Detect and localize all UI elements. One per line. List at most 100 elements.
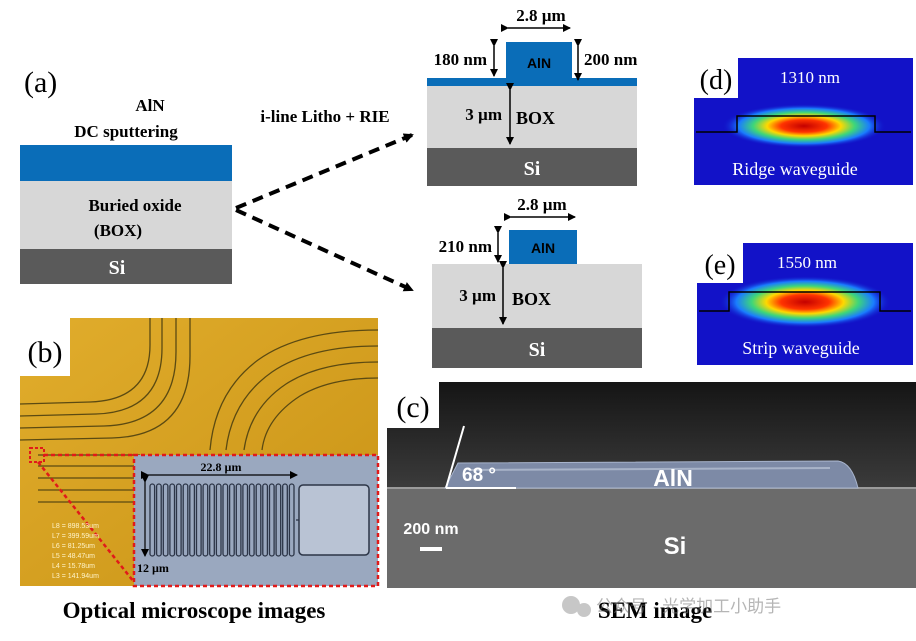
mode-d-waveguide-outline bbox=[696, 115, 911, 133]
aln-layer bbox=[20, 145, 232, 181]
sem-substrate-label: Si bbox=[664, 533, 687, 560]
ridge-cross-section: AlN 2.8 µm 180 nm 200 nm 3 µm BOX Si bbox=[427, 6, 637, 186]
coil-loop bbox=[235, 483, 242, 557]
panel-label-a: (a) bbox=[24, 66, 57, 99]
mode-e-name: Strip waveguide bbox=[742, 338, 859, 358]
spiral-coil bbox=[149, 483, 300, 557]
coil-loop bbox=[222, 483, 229, 557]
mode-d-wavelength: 1310 nm bbox=[780, 68, 840, 87]
sem-film-highlight bbox=[469, 467, 831, 471]
coil-loop bbox=[242, 483, 249, 557]
coil-loop bbox=[275, 483, 282, 557]
coil-loop bbox=[255, 483, 262, 557]
ridge-box-layer bbox=[427, 86, 637, 148]
process-label-line1: AlN bbox=[135, 96, 165, 115]
strip-core-label: AlN bbox=[531, 240, 555, 256]
box-label-line2: (BOX) bbox=[94, 221, 142, 240]
panel-label-d-box bbox=[694, 58, 738, 98]
wechat-icon-bubble bbox=[577, 603, 591, 617]
sem-scale-bar bbox=[420, 547, 442, 551]
coil-loop bbox=[175, 483, 182, 557]
initial-stack: Buried oxide (BOX) Si bbox=[20, 145, 232, 284]
coil-loop bbox=[262, 483, 269, 557]
coil-loop bbox=[209, 483, 215, 557]
panel-label-d: (d) bbox=[700, 65, 733, 96]
ridge-core-label: AlN bbox=[527, 55, 551, 71]
panel-label-c: (c) bbox=[396, 391, 429, 424]
mode-profile-e: (e) 1550 nm Strip waveguide bbox=[697, 243, 913, 365]
sem-image: 68 ° AlN Si 200 nm (c) bbox=[387, 382, 916, 588]
box-layer bbox=[20, 181, 232, 249]
strip-width-label: 2.8 µm bbox=[517, 195, 566, 214]
coil-loop bbox=[162, 483, 169, 557]
strip-core bbox=[509, 230, 577, 264]
coil-loop bbox=[282, 483, 288, 557]
sem-film-label: AlN bbox=[653, 465, 693, 491]
strip-si-label: Si bbox=[529, 339, 546, 361]
panel-label-e: (e) bbox=[704, 250, 735, 281]
sem-substrate-region bbox=[387, 488, 916, 588]
strip-si-layer bbox=[432, 328, 642, 368]
mode-e-wavelength: 1550 nm bbox=[777, 253, 837, 272]
strip-box-layer bbox=[432, 264, 642, 328]
coil-loop bbox=[155, 483, 162, 557]
strip-height-label: 210 nm bbox=[439, 237, 492, 256]
legend-line: L6 = 81.25um bbox=[52, 543, 95, 550]
panel-label-b-box bbox=[20, 318, 70, 376]
coil-loop bbox=[169, 483, 176, 557]
microscope-caption: Optical microscope images bbox=[63, 598, 326, 623]
wechat-icon bbox=[562, 596, 580, 614]
coil-loop bbox=[189, 483, 196, 557]
panel-label-b: (b) bbox=[28, 336, 63, 369]
mode-e-waveguide-outline bbox=[699, 291, 911, 312]
coil-loop bbox=[228, 483, 235, 557]
coil-loop bbox=[195, 483, 202, 557]
strip-cross-section: AlN 2.8 µm 210 nm 3 µm BOX Si bbox=[432, 195, 642, 368]
arrow-to-strip bbox=[235, 208, 414, 292]
coil-loop bbox=[215, 483, 222, 557]
strip-box-label: BOX bbox=[512, 289, 551, 309]
inset-height-label: 12 µm bbox=[137, 561, 169, 575]
zoom-callout-bottom bbox=[37, 461, 135, 583]
sem-caption: SEM image bbox=[598, 598, 712, 623]
coil-loop bbox=[182, 483, 189, 557]
watermark: 公众号 · 光学加工小助手 bbox=[562, 596, 781, 617]
ridge-left-height-label: 180 nm bbox=[434, 50, 487, 69]
legend-line: L5 = 48.47um bbox=[52, 553, 95, 560]
ridge-width-label: 2.8 µm bbox=[516, 6, 565, 25]
legend-line: L3 = 141.94um bbox=[52, 573, 99, 580]
inset-width-label: 22.8 µm bbox=[201, 460, 242, 474]
si-layer bbox=[20, 249, 232, 284]
box-label-line1: Buried oxide bbox=[88, 196, 181, 215]
mode-d-field bbox=[722, 104, 886, 148]
mode-d-name: Ridge waveguide bbox=[732, 159, 857, 179]
watermark-text: 公众号 · 光学加工小助手 bbox=[596, 597, 781, 616]
microscope-legend: L8 = 898.53um L7 = 399.59um L6 = 81.25um… bbox=[52, 523, 99, 580]
taper-pad bbox=[298, 484, 370, 556]
arrow-to-ridge bbox=[235, 133, 414, 210]
mode-e-field bbox=[719, 276, 891, 328]
si-label: Si bbox=[109, 257, 126, 279]
legend-line: L4 = 15.78um bbox=[52, 563, 95, 570]
process-label-line2: DC sputtering bbox=[74, 122, 178, 141]
panel-label-e-box bbox=[697, 243, 743, 283]
ridge-box-thickness-label: 3 µm bbox=[465, 105, 502, 124]
sem-aln-film bbox=[444, 460, 859, 489]
ridge-si-label: Si bbox=[524, 158, 541, 180]
strip-box-thickness-label: 3 µm bbox=[459, 286, 496, 305]
waveguide-traces bbox=[19, 318, 379, 503]
coil-loop bbox=[248, 483, 255, 557]
coil-loop bbox=[149, 483, 156, 557]
ridge-right-height-label: 200 nm bbox=[584, 50, 637, 69]
legend-line: L7 = 399.59um bbox=[52, 533, 99, 540]
process-arrow-label: i-line Litho + RIE bbox=[260, 107, 389, 126]
coil-loop bbox=[268, 483, 275, 557]
ridge-box-label: BOX bbox=[516, 108, 555, 128]
ridge-core bbox=[506, 42, 572, 82]
microscope-image: L8 = 898.53um L7 = 399.59um L6 = 81.25um… bbox=[19, 318, 380, 588]
sem-angle-label: 68 ° bbox=[462, 465, 496, 486]
mode-profile-d: (d) 1310 nm Ridge waveguide bbox=[694, 58, 913, 185]
sem-scale-label: 200 nm bbox=[403, 521, 458, 538]
panel-label-c-box bbox=[387, 382, 439, 428]
